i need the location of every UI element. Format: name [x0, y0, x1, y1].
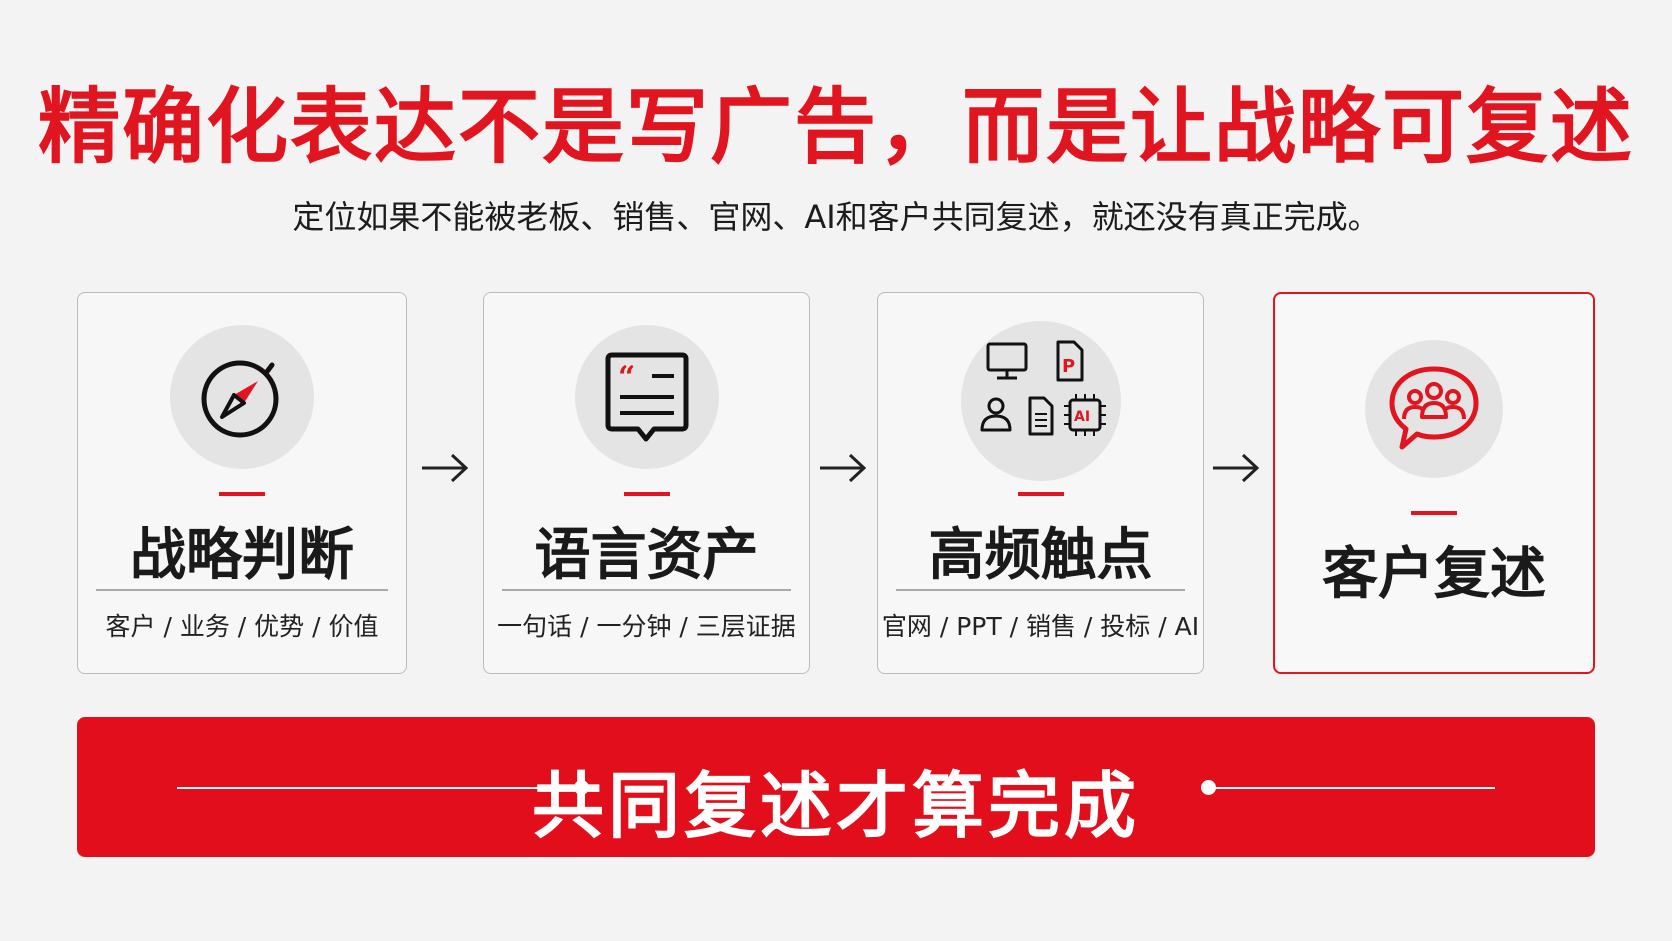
quote-document-icon: “ [605, 352, 688, 442]
conclusion-banner: 共同复述才算完成 [77, 717, 1595, 857]
group-chat-icon [1389, 366, 1479, 450]
ai-chip-icon: AI [1063, 394, 1106, 436]
red-dash [219, 492, 265, 496]
banner-line-left [177, 787, 581, 789]
red-dash [623, 492, 670, 496]
monitor-icon [986, 342, 1027, 380]
compass-icon [201, 360, 279, 438]
red-dash [1411, 511, 1457, 515]
step-title: 战略判断 [130, 523, 354, 588]
step-card-touchpoints: P [877, 292, 1204, 674]
step-subtitle: 官网 / PPT / 销售 / 投标 / AI [881, 612, 1200, 641]
step-title: 语言资产 [534, 523, 759, 588]
step-title: 客户复述 [1322, 542, 1546, 607]
divider [502, 589, 791, 591]
step-card-language: “ 语言资产 一句话 / 一分钟 / 三层证据 [483, 292, 810, 674]
arrow-right-icon [1213, 453, 1260, 483]
arrow-right-icon [422, 453, 469, 483]
page-title: 精确化表达不是写广告，而是让战略可复述 [37, 80, 1634, 175]
banner-line-right [1208, 787, 1495, 789]
icon-circle [1365, 340, 1503, 478]
ai-chip-label: AI [1074, 409, 1090, 425]
page-subtitle: 定位如果不能被老板、销售、官网、AI和客户共同复述，就还没有真正完成。 [292, 198, 1380, 236]
step-subtitle: 客户 / 业务 / 优势 / 价值 [105, 612, 379, 641]
arrow-right-icon [820, 453, 867, 483]
svg-text:“: “ [618, 360, 635, 395]
ppt-file-label: P [1062, 356, 1075, 377]
user-icon [980, 397, 1011, 432]
divider [896, 589, 1185, 591]
document-icon [1028, 396, 1053, 436]
touchpoints-icon: P [980, 340, 1106, 436]
divider [96, 589, 388, 591]
icon-circle: P [960, 321, 1121, 481]
step-card-strategy: 战略判断 客户 / 业务 / 优势 / 价值 [77, 292, 407, 674]
step-title: 高频触点 [928, 523, 1153, 588]
banner-dot-left [574, 780, 589, 795]
step-subtitle: 一句话 / 一分钟 / 三层证据 [497, 612, 796, 641]
red-dash [1017, 492, 1064, 496]
banner-text: 共同复述才算完成 [531, 764, 1140, 848]
ppt-file-icon: P [1056, 340, 1083, 382]
icon-circle [170, 325, 314, 469]
step-card-customer: 客户复述 [1273, 292, 1595, 674]
icon-circle: “ [574, 325, 719, 469]
